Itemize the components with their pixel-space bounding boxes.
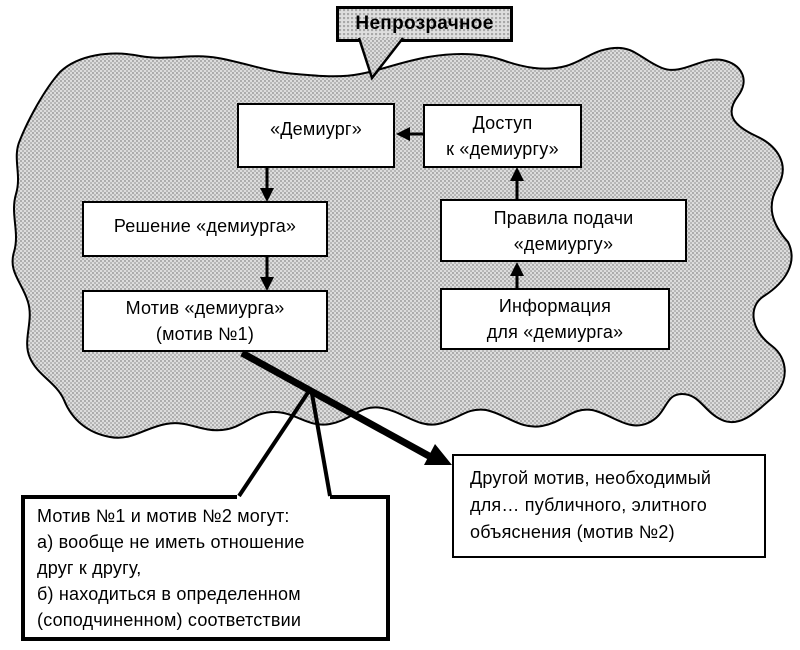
arrow-rules-to-access-icon — [510, 167, 524, 199]
callout-motives-relation: Мотив №1 и мотив №2 могут: а) вообще не … — [21, 495, 390, 641]
callout-line-1: Мотив №1 и мотив №2 могут: — [37, 506, 290, 526]
box-decision-of-demiurge: Решение «демиурга» — [82, 201, 328, 257]
note-line-1: Другой мотив, необходимый — [470, 468, 712, 488]
box-information-for-demiurge: Информация для «демиурга» — [440, 288, 670, 350]
box-rules-line-2: «демиургу» — [513, 233, 614, 254]
callout-line-5: (соподчиненном) соответствии — [37, 610, 302, 630]
box-info-line-1: Информация — [498, 296, 612, 316]
box-motive-of-demiurge: Мотив «демиурга» (мотив №1) — [82, 290, 328, 352]
callout-line-4: б) находиться в определенном — [37, 584, 301, 604]
arrow-decision-to-motive-icon — [260, 257, 274, 291]
arrow-info-to-rules-icon — [510, 262, 524, 288]
callout-line-2: а) вообще не иметь отношение — [37, 532, 305, 552]
arrow-access-to-demiurge-icon — [396, 127, 423, 141]
callout-pointer — [237, 389, 332, 503]
box-demiurge: «Демиург» — [237, 103, 395, 168]
arrow-demiurge-to-decision-icon — [260, 168, 274, 202]
box-rules-line-1: Правила подачи — [493, 207, 634, 228]
box-demiurge-line: «Демиург» — [270, 119, 362, 139]
box-rules-of-submission: Правила подачи «демиургу» — [440, 199, 687, 262]
box-info-line-2: для «демиурга» — [486, 322, 624, 342]
opaque-title-text: Непрозрачное — [355, 13, 494, 34]
box-motive-line-1: Мотив «демиурга» — [125, 298, 285, 318]
note-other-motive: Другой мотив, необходимый для… публичног… — [452, 454, 766, 558]
callout-line-3: друг к другу, — [37, 558, 142, 578]
box-motive-line-2: (мотив №1) — [155, 324, 255, 344]
note-line-3: объяснения (мотив №2) — [470, 522, 675, 542]
arrow-motive-to-note-icon — [240, 349, 452, 465]
box-decision-line: Решение «демиурга» — [113, 216, 297, 236]
opaque-title-label: Непрозрачное — [336, 6, 513, 42]
box-access-line-2: к «демиургу» — [446, 139, 559, 159]
label-tail — [357, 37, 404, 81]
note-line-2: для… публичного, элитного — [470, 495, 707, 515]
box-access-line-1: Доступ — [472, 113, 533, 133]
box-access-to-demiurge: Доступ к «демиургу» — [423, 104, 582, 168]
